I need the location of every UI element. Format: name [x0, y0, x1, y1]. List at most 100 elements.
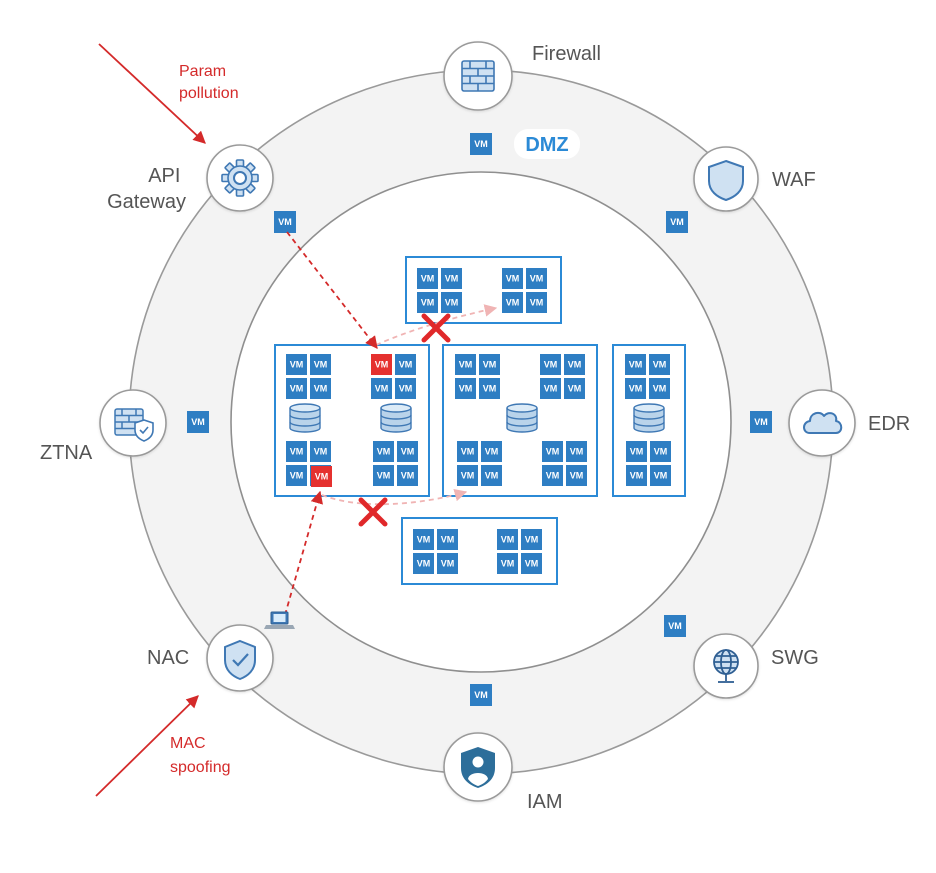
cloud-icon — [803, 411, 843, 434]
dmz-label: DMZ — [525, 134, 568, 156]
vm-tile: VM — [286, 465, 307, 486]
attack-path-api-gateway — [286, 231, 378, 349]
vm-tile: VM — [310, 378, 331, 399]
control-label-line: API — [148, 165, 180, 187]
vm-label: VM — [570, 471, 584, 481]
vm-label: VM — [485, 471, 499, 481]
vm-tile: VM — [564, 378, 585, 399]
database-icon — [380, 403, 412, 433]
vm-label: VM — [191, 417, 205, 427]
vm-tile: VM — [540, 354, 561, 375]
vm-tile-compromised: VM — [371, 354, 392, 375]
vm-tile: VM — [286, 378, 307, 399]
vm-label: VM — [506, 298, 520, 308]
vm-label: VM — [544, 360, 558, 370]
vm-tile: VM — [373, 465, 394, 486]
vm-label: VM — [375, 360, 389, 370]
vm-label: VM — [399, 384, 413, 394]
vm-tile: VM — [497, 529, 518, 550]
vm-tile: VM — [625, 378, 646, 399]
vm-label: VM — [754, 417, 768, 427]
vm-tile: VM — [502, 292, 523, 313]
vm-tile: VM — [395, 354, 416, 375]
attack-label-line: pollution — [179, 85, 239, 102]
vm-tile: VM — [286, 354, 307, 375]
edr-node[interactable] — [788, 389, 856, 457]
vm-tile: VM — [455, 378, 476, 399]
swg-node[interactable] — [693, 633, 759, 699]
cluster-box-top — [405, 256, 562, 324]
shield-icon — [708, 159, 744, 202]
vm-label: VM — [461, 471, 475, 481]
vm-tile: VM — [481, 441, 502, 462]
firewall-node[interactable] — [443, 41, 513, 111]
vm-tile: VM — [750, 411, 772, 433]
firewall-shield-icon — [114, 408, 154, 442]
vm-tile: VM — [521, 553, 542, 574]
vm-label: VM — [441, 535, 455, 545]
globe-icon — [713, 649, 739, 683]
vm-label: VM — [421, 274, 435, 284]
dmz-zone-label: DMZ — [514, 129, 580, 159]
vm-label: VM — [459, 360, 473, 370]
iam-node[interactable] — [443, 732, 513, 802]
vm-tile: VM — [373, 441, 394, 462]
vm-label: VM — [485, 447, 499, 457]
vm-tile: VM — [397, 441, 418, 462]
attack-label-line: spoofing — [170, 759, 231, 776]
attack-label-mac-spoofing: MAC spoofing — [170, 735, 231, 776]
vm-label: VM — [530, 298, 544, 308]
vm-label: VM — [445, 298, 459, 308]
vm-tile: VM — [413, 529, 434, 550]
vm-label: VM — [445, 274, 459, 284]
vm-label: VM — [654, 447, 668, 457]
vm-tile: VM — [470, 133, 492, 155]
vm-tile: VM — [540, 378, 561, 399]
vm-label: VM — [630, 447, 644, 457]
vm-tile: VM — [666, 211, 688, 233]
control-label-line: Gateway — [107, 191, 186, 213]
vm-tile: VM — [481, 465, 502, 486]
vm-tile: VM — [417, 268, 438, 289]
vm-tile: VM — [397, 465, 418, 486]
vm-label: VM — [544, 384, 558, 394]
vm-label: VM — [401, 471, 415, 481]
vm-tile: VM — [286, 441, 307, 462]
api-gateway-node[interactable] — [206, 144, 274, 212]
vm-label: VM — [441, 559, 455, 569]
vm-tile: VM — [502, 268, 523, 289]
vm-tile: VM — [626, 441, 647, 462]
vm-label: VM — [399, 360, 413, 370]
vm-tile: VM — [437, 553, 458, 574]
vm-label: VM — [654, 471, 668, 481]
vm-label: VM — [314, 447, 328, 457]
vm-tile-compromised: VM — [311, 466, 332, 487]
nac-node[interactable] — [206, 624, 274, 692]
vm-label: VM — [401, 447, 415, 457]
ztna-node[interactable] — [99, 389, 167, 457]
vm-tile: VM — [413, 553, 434, 574]
vm-tile: VM — [310, 441, 331, 462]
vm-label: VM — [668, 621, 682, 631]
control-label-api-gateway: API Gateway — [107, 165, 186, 213]
vm-tile: VM — [625, 354, 646, 375]
vm-tile: VM — [470, 684, 492, 706]
vm-label: VM — [278, 217, 292, 227]
vm-tile: VM — [371, 378, 392, 399]
vm-label: VM — [568, 360, 582, 370]
attack-label-param-pollution: Param pollution — [179, 63, 239, 102]
vm-label: VM — [377, 447, 391, 457]
user-shield-icon — [461, 747, 495, 788]
laptop-icon — [264, 611, 295, 629]
attack-label-line: MAC — [170, 735, 206, 752]
vm-label: VM — [290, 384, 304, 394]
vm-label: VM — [290, 471, 304, 481]
vm-label: VM — [483, 360, 497, 370]
waf-node[interactable] — [693, 146, 759, 212]
vm-label: VM — [546, 447, 560, 457]
check-shield-icon — [224, 639, 256, 681]
vm-tile: VM — [566, 441, 587, 462]
cluster-box-bottom — [401, 517, 558, 585]
vm-tile: VM — [526, 268, 547, 289]
